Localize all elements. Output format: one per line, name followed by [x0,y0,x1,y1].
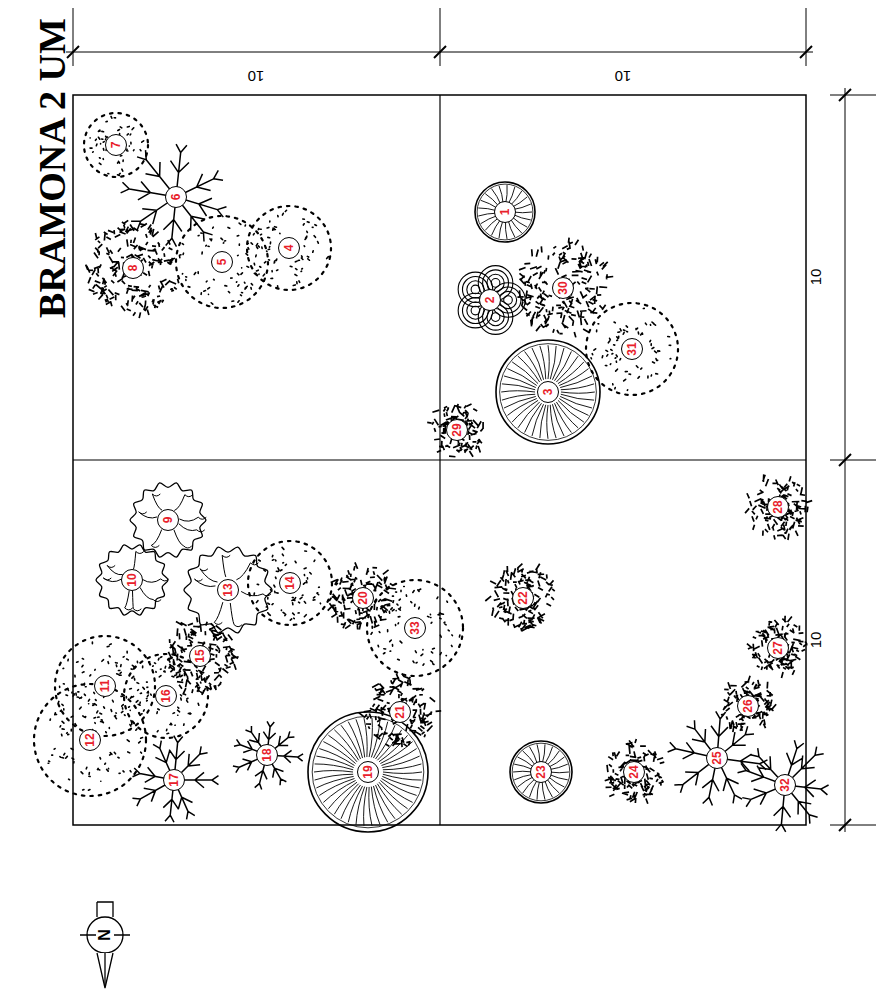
plant-dense [427,404,483,457]
plant-branch [121,144,227,246]
callout-number: 32 [774,774,796,796]
plant-dense [605,739,665,804]
plant-branch [132,736,218,823]
plant-radial [510,741,572,803]
plant-symbols [34,113,829,832]
plant-lobes [458,266,525,335]
plant-dots [586,303,678,395]
callout-number: 10 [121,569,143,591]
plant-dots [84,113,148,177]
plant-dense [359,673,441,747]
plant-dense [167,617,238,695]
grid [73,95,806,825]
plant-dense [328,562,396,629]
callout-number: 20 [352,587,374,609]
callout-number: 1 [494,201,516,223]
callout-number: 25 [706,747,728,769]
dimension-label: 10 [246,69,267,84]
callout-number: 26 [737,695,759,717]
callout-number: 8 [122,257,144,279]
plant-branch [738,740,829,832]
plant-dots [176,216,268,308]
plant-dots [367,580,463,676]
callout-number: 14 [279,572,301,594]
plant-dense [485,564,554,632]
callout-number: 2 [479,289,501,311]
plant-dense [721,676,776,732]
dimension-label: 10 [808,267,823,288]
plant-dense [747,616,808,678]
plant-radial [496,340,600,444]
callout-number: 24 [623,761,645,783]
callout-number: 7 [105,134,127,156]
callout-number: 30 [552,277,574,299]
plant-radial [475,182,535,242]
callout-number: 27 [767,637,789,659]
dimension-label: 10 [808,630,823,651]
north-arrow [80,902,130,988]
callout-number: 16 [155,685,177,707]
callout-number: 19 [357,761,379,783]
callout-number: 12 [79,729,101,751]
dimension-lines [66,8,876,832]
plant-dense [86,220,179,318]
callout-number: 31 [621,338,643,360]
plant-dense [745,474,812,540]
callout-number: 21 [389,701,411,723]
plant-dots [34,684,146,796]
callout-number: 6 [165,186,187,208]
plant-branch [668,711,768,805]
callout-number: 4 [278,237,300,259]
plant-dense [517,238,613,338]
callout-number: 15 [189,645,211,667]
north-label: N [96,928,114,942]
plant-dots [55,636,155,736]
callout-number: 9 [157,509,179,531]
callout-number: 5 [211,251,233,273]
callout-number: 13 [217,579,239,601]
plan-title: BRAMONA 2 UM [33,18,71,318]
callout-number: 18 [256,744,278,766]
dimension-label: 10 [613,69,634,84]
callout-number: 22 [512,587,534,609]
plant-dots [124,654,208,738]
callout-number: 23 [530,761,552,783]
callout-number: 28 [767,496,789,518]
callout-number: 3 [537,381,559,403]
plant-branch [233,721,303,789]
plant-dots [248,541,332,625]
callout-number: 11 [94,675,116,697]
callout-number: 17 [163,769,185,791]
plant-dots [247,206,331,290]
callout-number: 29 [446,419,468,441]
callout-number: 33 [404,617,426,639]
plant-wavy [96,545,169,615]
